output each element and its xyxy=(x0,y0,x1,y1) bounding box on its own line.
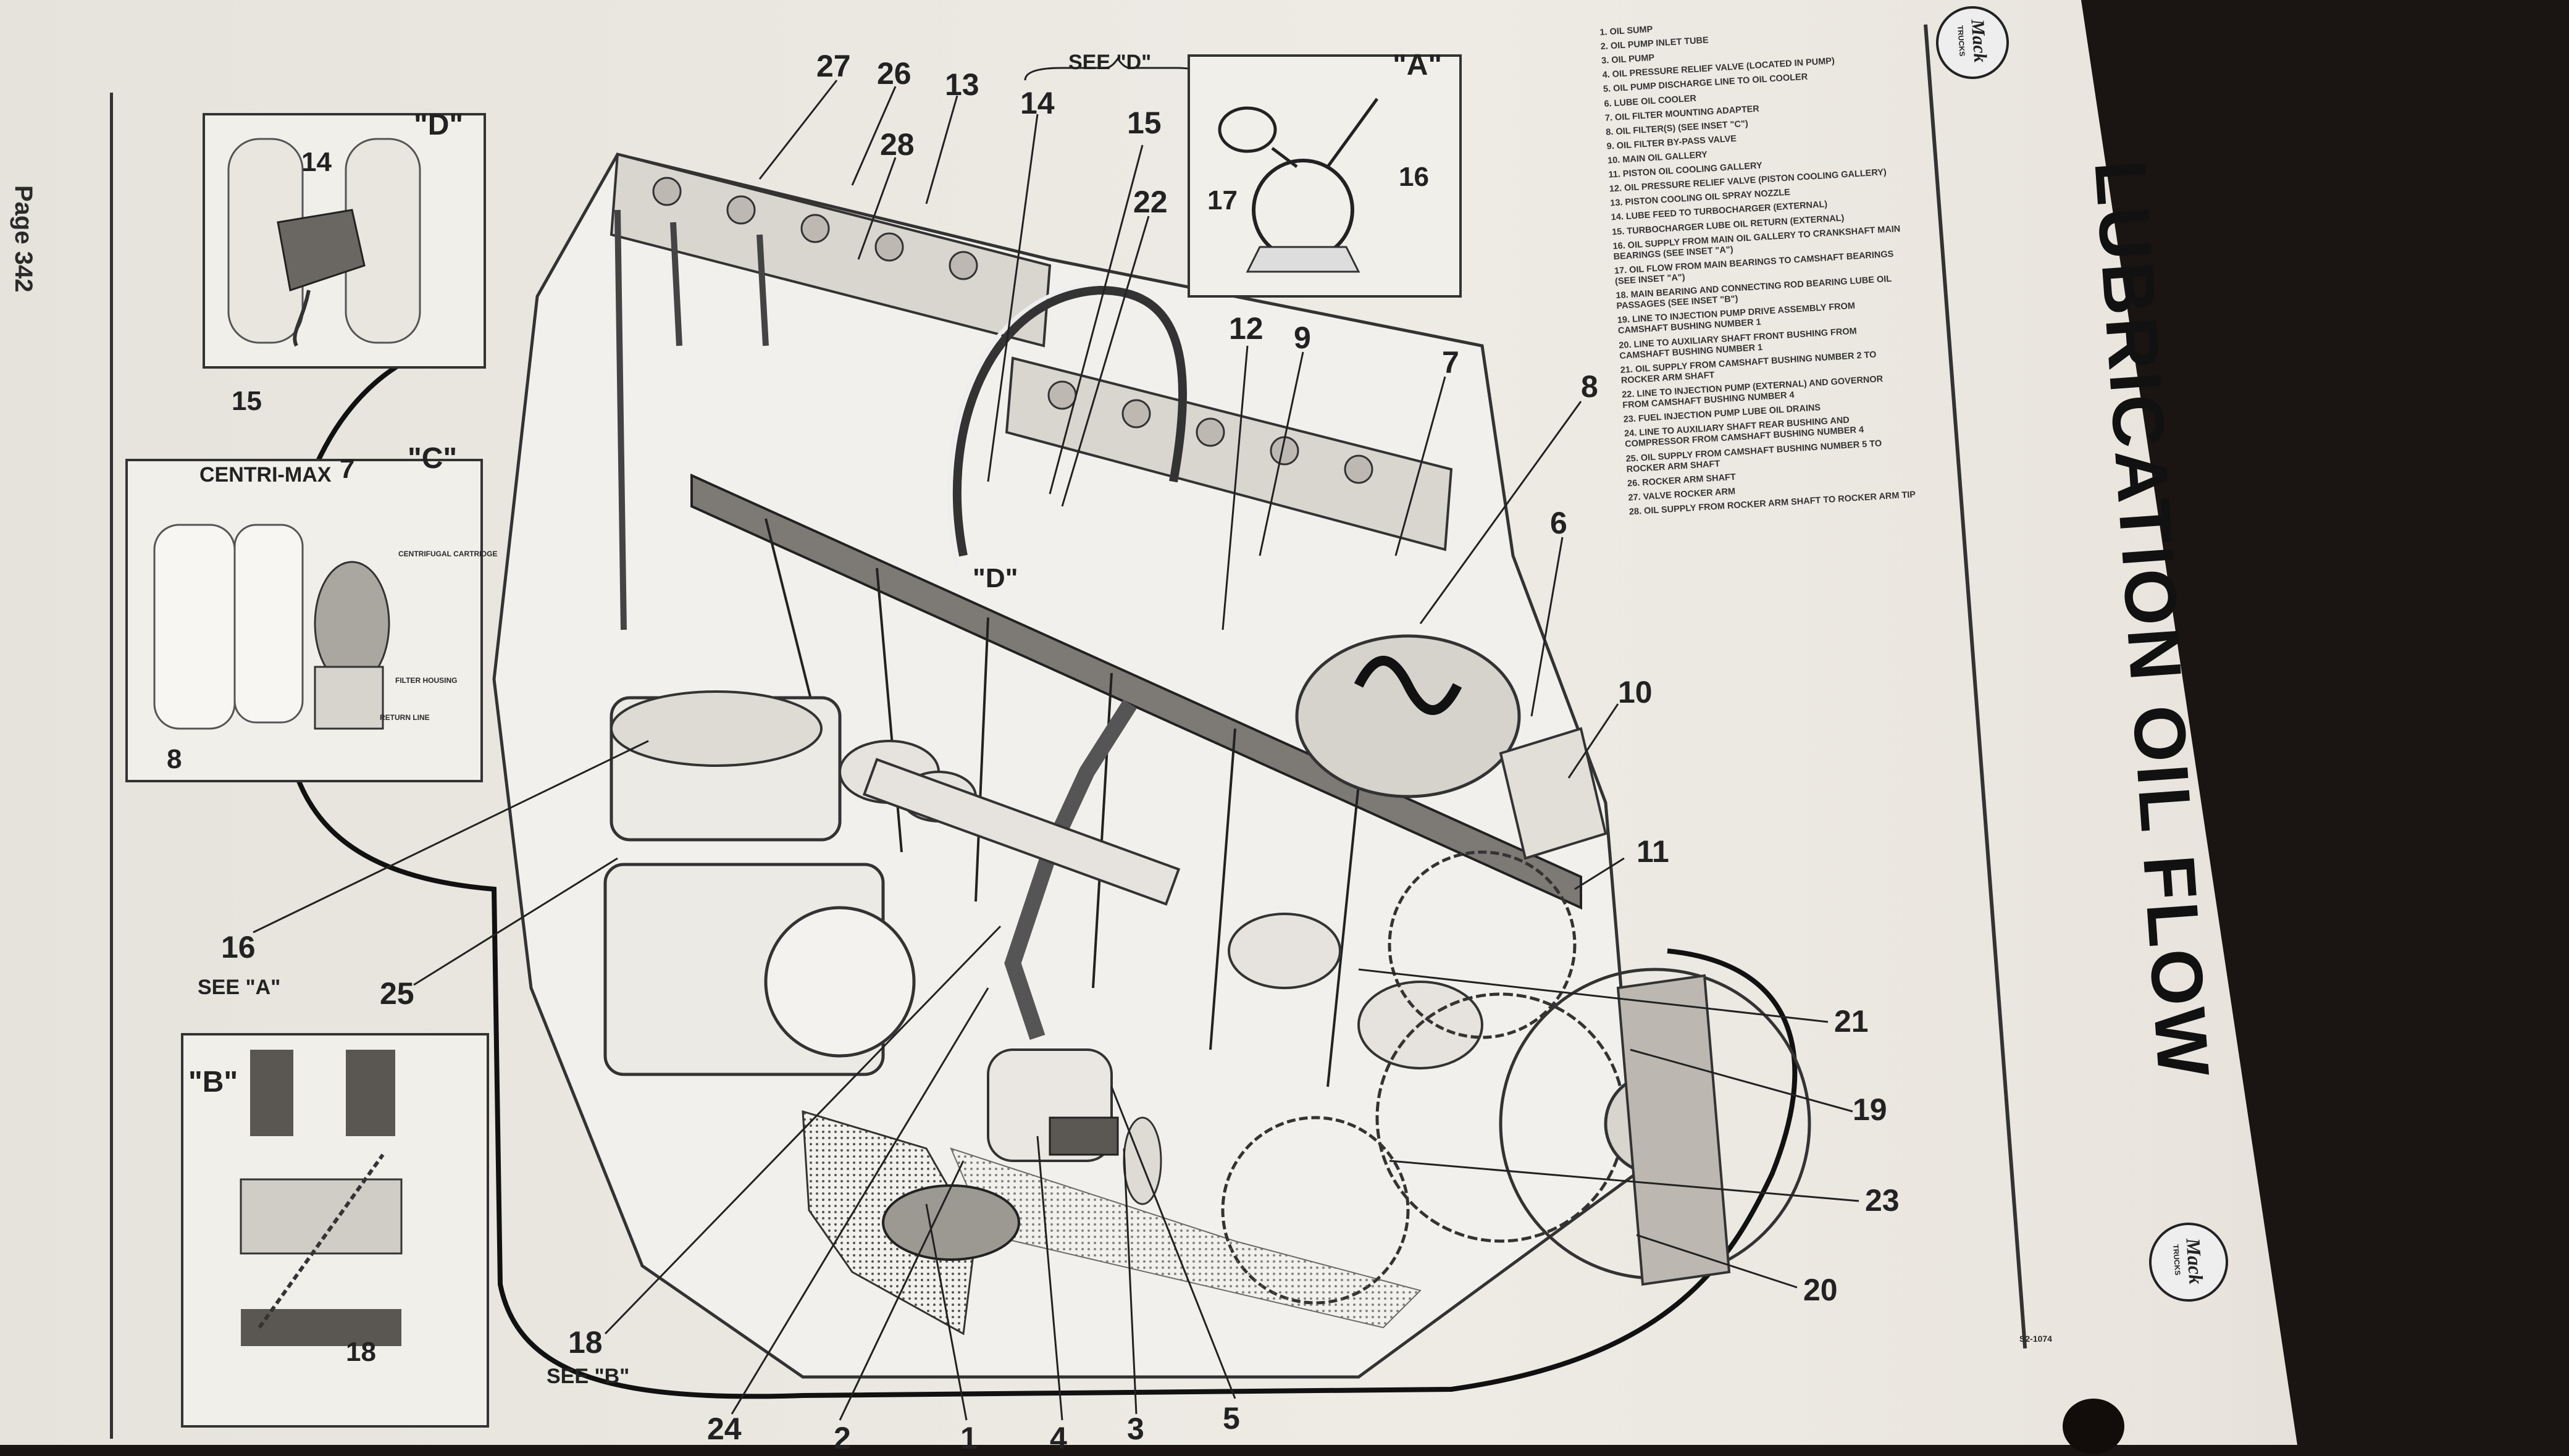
callout-12: 12 xyxy=(1229,311,1264,346)
inset-a-callout-16: 16 xyxy=(1399,162,1429,192)
left-rule xyxy=(110,93,113,1439)
callout-21: 21 xyxy=(1834,1004,1869,1039)
callout-2: 2 xyxy=(834,1421,851,1455)
inset-c-label: "C" xyxy=(408,442,458,475)
inset-d-callout-14: 14 xyxy=(301,147,332,177)
binder-hole xyxy=(2063,1399,2124,1454)
callout-19: 19 xyxy=(1853,1092,1887,1127)
callout-20: 20 xyxy=(1803,1273,1838,1307)
d-marker: "D" xyxy=(973,563,1018,593)
inset-c-title: CENTRI-MAX xyxy=(199,463,332,487)
main-oil-gallery xyxy=(690,473,1582,910)
callout-4: 4 xyxy=(1050,1421,1067,1455)
inset-c-annotation-return: RETURN LINE xyxy=(380,713,430,722)
callout-18: 18 xyxy=(568,1325,603,1360)
callout-8: 8 xyxy=(1581,369,1598,404)
inset-b-label: "B" xyxy=(188,1066,238,1098)
callout-1: 1 xyxy=(960,1421,978,1455)
callout-16: 16 xyxy=(221,930,256,964)
oil-cooler xyxy=(1295,634,1521,798)
inset-d-label: "D" xyxy=(414,109,464,141)
see-a-label: SEE "A" xyxy=(198,976,281,999)
see-b-label: SEE "B" xyxy=(547,1365,630,1388)
callout-11: 11 xyxy=(1637,834,1669,869)
callout-6: 6 xyxy=(1550,506,1567,540)
inset-a-callout-17: 17 xyxy=(1207,185,1238,215)
inset-b-callout-18: 18 xyxy=(346,1337,376,1367)
callout-23: 23 xyxy=(1865,1183,1900,1218)
air-compressor xyxy=(603,690,916,1076)
mack-logo-bottom-text: Mack xyxy=(2182,1237,2208,1286)
oil-pump xyxy=(987,1048,1162,1205)
callout-5: 5 xyxy=(1223,1401,1240,1436)
inset-c-callout-8: 8 xyxy=(167,744,182,774)
callout-24: 24 xyxy=(707,1412,742,1446)
callout-22: 22 xyxy=(1133,185,1168,219)
callout-7: 7 xyxy=(1442,345,1459,380)
inset-c-annotation-housing: FILTER HOUSING xyxy=(395,676,458,685)
callout-13: 13 xyxy=(945,67,979,102)
leader-lines xyxy=(253,80,1859,1421)
legend-list: 1. OIL SUMP 2. OIL PUMP INLET TUBE 3. OI… xyxy=(1599,3,2037,522)
mack-logo-top-text: Mack xyxy=(1967,19,1991,64)
mack-logo-bottom-subtext: TRUCKS xyxy=(2171,1244,2182,1276)
callout-25: 25 xyxy=(380,976,414,1011)
callout-27: 27 xyxy=(816,49,851,83)
callout-14: 14 xyxy=(1020,86,1055,120)
inset-c-callout-7: 7 xyxy=(340,454,355,484)
callout-3: 3 xyxy=(1127,1412,1144,1446)
callout-9: 9 xyxy=(1294,320,1311,355)
inset-d-callout-15: 15 xyxy=(232,386,262,416)
callout-10: 10 xyxy=(1618,675,1653,709)
inset-c-annotation-cartridge: CENTRIFUGAL CARTRIDGE xyxy=(398,550,498,558)
see-d-top: SEE "D" xyxy=(1068,51,1152,74)
mack-logo-top-subtext: TRUCKS xyxy=(1956,25,1967,57)
inset-a-label: "A" xyxy=(1393,49,1443,82)
callout-26: 26 xyxy=(877,56,912,91)
figure-code: S2-1074 xyxy=(2019,1334,2052,1344)
callout-15: 15 xyxy=(1127,106,1162,140)
callout-28: 28 xyxy=(880,127,915,162)
